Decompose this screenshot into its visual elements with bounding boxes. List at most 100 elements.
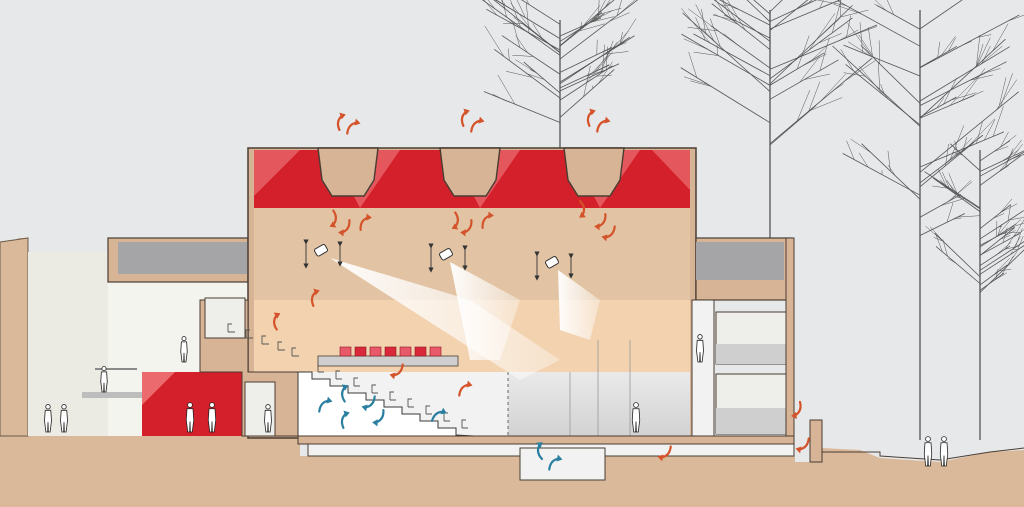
tree-branch <box>521 0 561 25</box>
tree-twig <box>723 33 740 47</box>
deciduous-tree <box>924 131 1024 440</box>
left-ground-block <box>0 237 29 437</box>
tree-twig <box>586 54 610 79</box>
cool-air-arrow <box>430 407 447 423</box>
tree-twig <box>840 9 869 18</box>
warm-air-arrow <box>578 199 586 218</box>
right-mech-plant <box>696 242 784 280</box>
tree-twig <box>515 35 528 53</box>
tree-twig <box>860 12 862 15</box>
tree-branch <box>559 12 603 47</box>
tree-branch <box>769 24 878 70</box>
tree-twig <box>951 191 960 196</box>
person-figure <box>60 404 68 433</box>
tree-twig <box>832 0 842 33</box>
tree-branch <box>711 3 771 50</box>
tree-twig <box>1017 236 1024 250</box>
tree-branch <box>919 38 1006 119</box>
seat-icon <box>245 329 253 339</box>
tree-twig <box>887 164 896 176</box>
warm-air-arrow <box>657 445 672 462</box>
person-head <box>209 402 215 408</box>
lower-side-box <box>244 381 276 437</box>
warm-air-arrow <box>329 209 337 228</box>
tree-branch <box>723 14 771 39</box>
tree-twig <box>947 258 957 264</box>
right-room-upper-band <box>716 344 786 364</box>
tree-twig <box>1014 219 1024 237</box>
tree-branch <box>979 272 1005 291</box>
tree-twig <box>589 16 615 23</box>
tree-twig <box>506 71 533 78</box>
person-body <box>923 442 933 467</box>
tree-twig <box>961 68 986 101</box>
stage-spotlight <box>314 244 328 257</box>
person-head <box>187 402 193 408</box>
people-figures <box>44 334 949 467</box>
tree-branch <box>769 0 818 22</box>
person-head <box>697 334 703 340</box>
tree-twig <box>993 258 1010 276</box>
tree-twig <box>932 185 949 189</box>
person-body <box>939 442 949 467</box>
tree-twig <box>840 49 854 72</box>
tree-twig <box>702 29 725 51</box>
warm-air-arrows <box>273 108 810 462</box>
cool-air-arrow <box>372 409 385 427</box>
tree-branch <box>919 134 984 184</box>
tree-twig <box>983 119 996 141</box>
person-body <box>44 409 52 433</box>
warm-air-arrow <box>336 112 346 131</box>
tree-branch <box>483 91 561 123</box>
tree-branch <box>935 246 981 284</box>
seat-icon <box>461 419 468 429</box>
boundary-post <box>809 419 823 463</box>
tree-twig <box>587 64 610 76</box>
person-figure <box>100 366 108 393</box>
tree-twig <box>979 45 1003 66</box>
tree-twig <box>812 17 841 44</box>
tree-twig <box>796 90 811 123</box>
person-head <box>925 436 931 442</box>
person-body <box>207 408 217 433</box>
tree-twig <box>808 0 813 4</box>
tree-twig <box>936 97 945 108</box>
stage-glass <box>508 372 690 436</box>
tree-twig <box>681 8 711 44</box>
tree-twig <box>949 125 965 161</box>
tree-branch <box>924 171 981 209</box>
tree-twig <box>992 272 1008 282</box>
tree-twig <box>998 165 1009 173</box>
tree-twig <box>581 5 601 28</box>
tree-branch <box>837 0 921 47</box>
seat-icon <box>335 370 342 380</box>
tree-twig <box>1010 250 1014 255</box>
warm-air-arrow-head <box>604 116 611 124</box>
tree-branch <box>769 52 825 86</box>
tree-twig <box>940 198 965 206</box>
warm-air-arrow-head <box>389 372 396 380</box>
tree-branch <box>842 153 921 196</box>
cool-air-arrow-head <box>536 442 543 449</box>
tree-twig <box>1003 134 1017 146</box>
tree-twig <box>585 51 614 84</box>
right-corridor <box>691 299 715 437</box>
roof-scoops <box>317 147 625 197</box>
tree-twig <box>996 220 1010 237</box>
person-head <box>633 402 639 408</box>
tree-twig <box>969 74 994 81</box>
tree-twig <box>602 44 605 72</box>
tree-twig <box>833 4 862 15</box>
balcony-seat <box>339 346 352 357</box>
tree-twig <box>1013 236 1021 249</box>
tree-twig <box>811 45 828 61</box>
tree-twig <box>999 232 1008 236</box>
tree-twig <box>961 40 972 47</box>
tree-branch <box>949 143 981 171</box>
tree-twig <box>525 73 545 80</box>
person-body <box>631 408 641 433</box>
tree-branch <box>919 45 958 68</box>
cool-air-arrow-head <box>440 407 447 415</box>
